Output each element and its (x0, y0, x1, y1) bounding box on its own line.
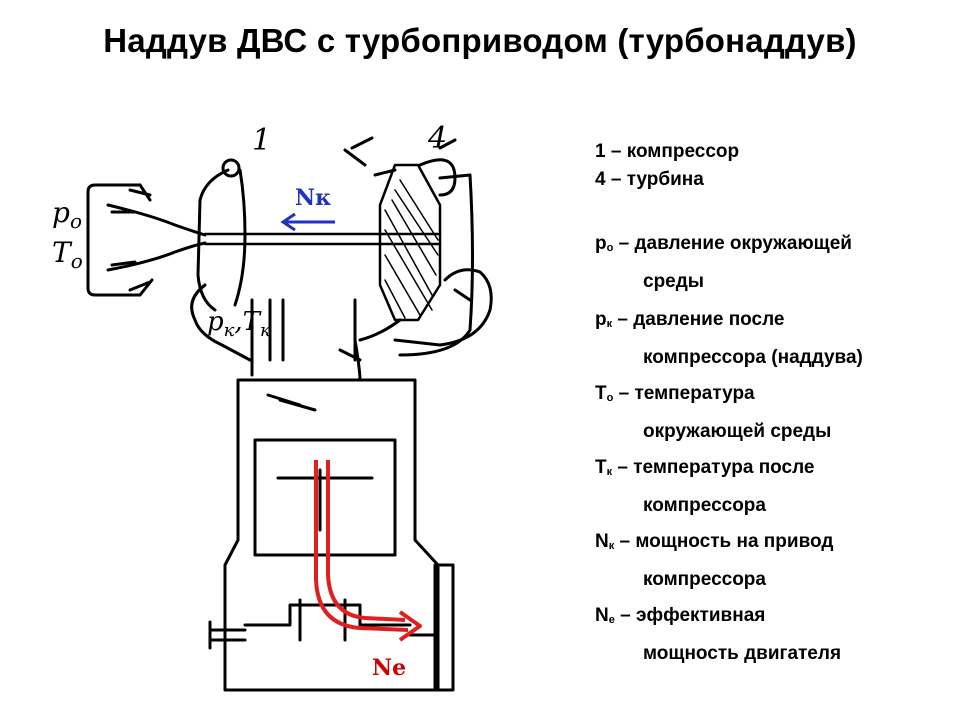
nk-label: Nк (295, 185, 331, 211)
legend-symbol: р (595, 233, 607, 254)
legend-symbol-subscript: о (606, 242, 614, 254)
turbine-housing (378, 163, 442, 322)
ne-label: Ne (372, 655, 406, 681)
legend-symbol: Т (595, 383, 607, 404)
legend-symbol: N (595, 531, 609, 552)
legend-item: То – температура (595, 384, 755, 408)
legend-text: окружающей среды (643, 421, 832, 442)
flywheel (433, 563, 455, 692)
legend-item: мощность двигателя (643, 644, 841, 663)
shaft (203, 232, 442, 246)
legend-item: Тк – температура после (595, 458, 814, 482)
legend-item: ро – давление окружающей (595, 234, 852, 258)
engine-block (223, 378, 440, 692)
legend-text: – эффективная (614, 605, 766, 626)
legend-symbol-subscript: к (606, 318, 613, 330)
legend-symbol-subscript: к (608, 540, 615, 552)
legend-symbol: N (595, 605, 609, 626)
legend-symbol-subscript: е (608, 614, 615, 626)
cylinder (253, 438, 397, 557)
legend-text: – мощность на привод (614, 531, 834, 552)
legend-text: мощность двигателя (643, 643, 842, 664)
legend-text: компрессора (643, 569, 766, 590)
legend-symbol-subscript: о (606, 392, 614, 404)
nk-arrow (280, 212, 335, 232)
label-compressor-number: 1 (252, 123, 271, 158)
slide-title: Наддув ДВС с турбоприводом (турбонаддув) (103, 22, 857, 59)
compressor-outlet (221, 158, 241, 178)
intake-box (86, 183, 142, 297)
legend-text: 1 – компрессор (595, 141, 740, 162)
legend-text: – давление после (612, 309, 785, 330)
legend-item: компрессора (наддува) (643, 348, 863, 367)
legend-text: – температура (613, 383, 755, 404)
legend-item: Nе – эффективная (595, 606, 765, 630)
label-turbine-number: 4 (427, 121, 447, 156)
legend-symbol-subscript: к (606, 466, 613, 478)
legend-item: 4 – турбина (595, 170, 704, 189)
legend-item: рк – давление после (595, 310, 784, 334)
intake-duct (106, 203, 207, 272)
legend-text: 4 – турбина (595, 169, 704, 190)
legend-text: среды (643, 271, 705, 292)
label-p0: po (52, 196, 82, 233)
legend-item: окружающей среды (643, 422, 831, 441)
legend-text: – температура после (612, 457, 815, 478)
label-pk-tk: pк,Tк (207, 307, 271, 341)
legend-symbol: Т (595, 457, 607, 478)
legend-item: среды (643, 272, 704, 291)
legend-item: компрессора (643, 496, 766, 515)
exhaust-pipe (393, 268, 493, 347)
legend-symbol: р (595, 309, 607, 330)
legend-item: Nк – мощность на привод (595, 532, 833, 556)
legend-item: компрессора (643, 570, 766, 589)
crankcase (243, 603, 412, 627)
legend-text: – давление окружающей (613, 233, 852, 254)
legend-text: компрессора (643, 495, 766, 516)
legend-text: компрессора (наддува) (643, 347, 863, 368)
legend-item: 1 – компрессор (595, 142, 739, 161)
compressor-housing (196, 168, 247, 312)
label-t0: To (52, 236, 83, 273)
ne-arrow (314, 460, 422, 642)
